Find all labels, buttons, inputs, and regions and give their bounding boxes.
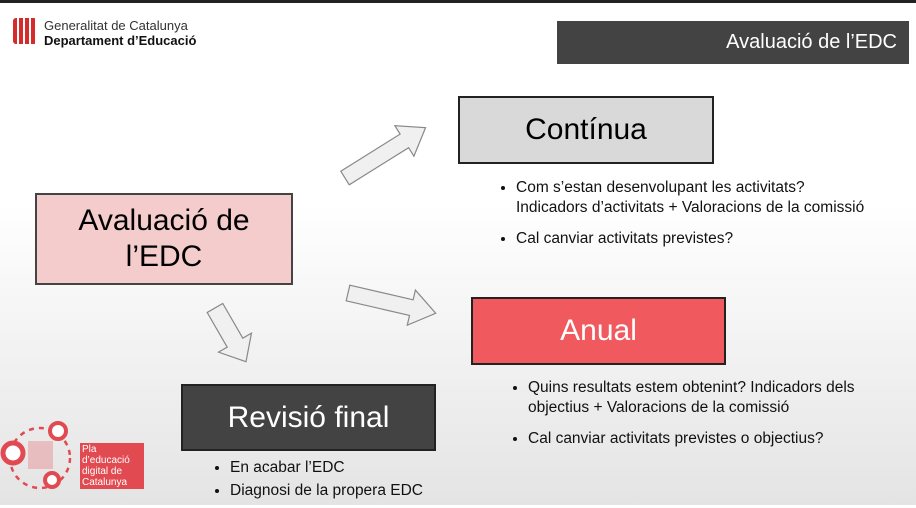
pla-digital-logo-icon (0, 421, 72, 490)
revisio-bullets: En acabar l’EDC Diagnosi de la propera E… (202, 458, 510, 500)
department-name: Departament d’Educació (44, 33, 197, 48)
bullet: Diagnosi de la propera EDC (230, 481, 510, 500)
bullet: En acabar l’EDC (230, 458, 510, 477)
avaluacio-label: Avaluació de l’EDC (78, 204, 250, 273)
revisio-label: Revisió final (227, 400, 390, 434)
continua-label: Contínua (525, 113, 647, 146)
arrows (206, 124, 437, 363)
arrow-to-continua (339, 124, 427, 186)
slide-title: Avaluació de l’EDC (726, 31, 897, 53)
pla-digital-logo-text: Pla d’educació digital de Catalunya (80, 443, 144, 489)
anual-bullets: Quins resultats estem obtenint? Indicado… (500, 377, 908, 459)
bullet: Com s’estan desenvolupant les activitats… (516, 177, 866, 218)
revisio-box: Revisió final (181, 384, 436, 451)
org-name: Generalitat de Catalunya (44, 18, 188, 33)
anual-label: Anual (560, 314, 637, 347)
arrow-to-revisio (206, 302, 253, 363)
anual-box: Anual (471, 297, 726, 365)
continua-bullets: Com s’estan desenvolupant les activitats… (488, 177, 866, 259)
avaluacio-box: Avaluació de l’EDC (35, 193, 293, 285)
slide-title-bar: Avaluació de l’EDC (557, 21, 909, 64)
bullet: Cal canviar activitats previstes o objec… (528, 428, 908, 449)
arrow-to-anual (345, 284, 437, 327)
bullet: Quins resultats estem obtenint? Indicado… (528, 377, 908, 418)
bullet: Cal canviar activitats previstes? (516, 228, 866, 249)
continua-box: Contínua (458, 96, 714, 164)
generalitat-logo (13, 18, 37, 44)
